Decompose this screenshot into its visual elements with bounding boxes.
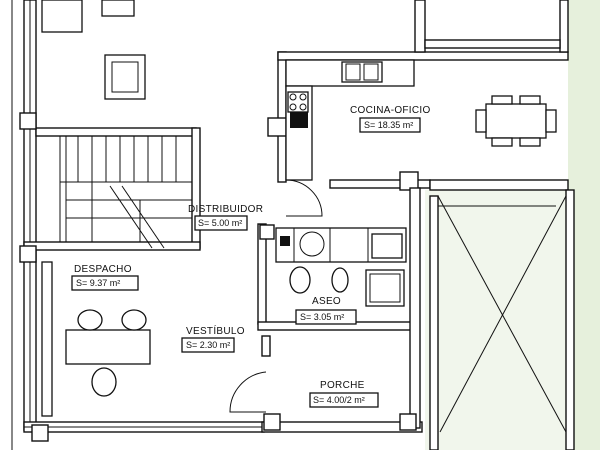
room-name-despacho: DESPACHO	[74, 264, 132, 275]
door-distribuidor	[285, 179, 323, 217]
room-name-cocina: COCINA-OFICIO	[350, 105, 431, 116]
room-area-aseo: S= 3.05 m²	[300, 312, 344, 322]
dining-table	[475, 95, 557, 147]
garden-strip-lower	[425, 190, 568, 450]
kitchen-counter	[285, 59, 415, 181]
room-area-porche: S= 4.00/2 m²	[313, 395, 365, 405]
room-name-aseo: ASEO	[312, 296, 341, 307]
room-name-porche: PORCHE	[320, 380, 365, 391]
room-area-cocina: S= 18.35 m²	[364, 120, 413, 130]
staircase	[59, 135, 193, 249]
sideboard	[101, 0, 135, 17]
room-name-vestibulo: VESTÍBULO	[186, 324, 245, 337]
porche-ramp	[437, 195, 567, 433]
walls	[11, 0, 575, 450]
door-entrance	[229, 371, 267, 413]
room-area-despacho: S= 9.37 m²	[76, 278, 120, 288]
room-area-vestibulo: S= 2.30 m²	[186, 340, 230, 350]
aseo-fixtures	[275, 227, 407, 307]
room-name-distribuidor: DISTRIBUIDOR	[188, 204, 263, 215]
armchair	[41, 0, 83, 33]
despacho-furniture	[41, 261, 151, 417]
room-area-distribuidor: S= 5.00 m²	[198, 218, 242, 228]
